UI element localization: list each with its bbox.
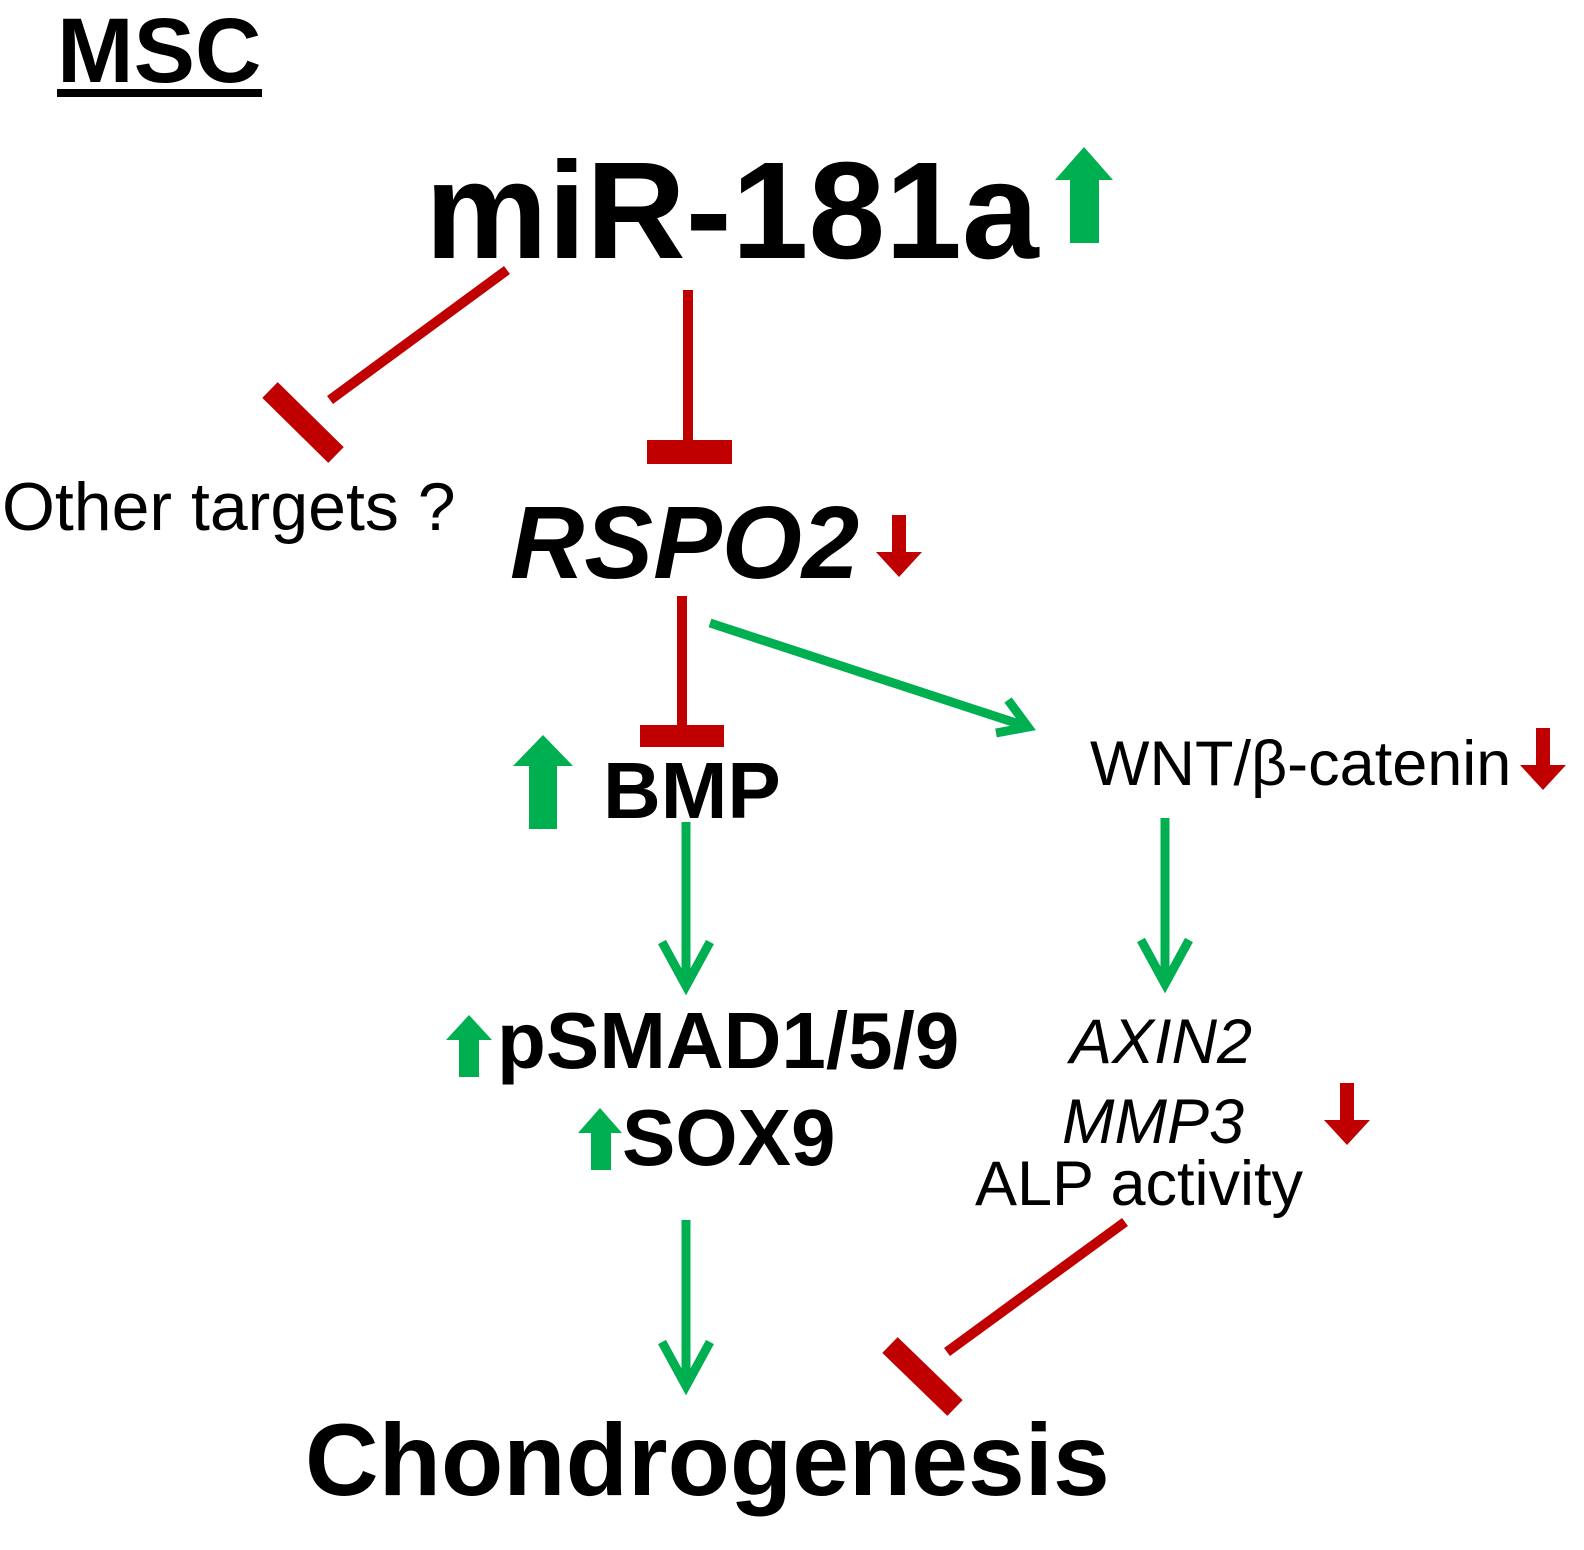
activate-wnt-targets bbox=[1137, 818, 1193, 994]
node-wnt-beta-catenin: WNT/β-catenin bbox=[1090, 729, 1511, 799]
node-chondrogenesis: Chondrogenesis bbox=[305, 1403, 1110, 1517]
node-mir-181a: miR-181a bbox=[425, 134, 1040, 288]
up-arrow-icon bbox=[513, 735, 573, 829]
diagram-title: MSC bbox=[57, 0, 261, 102]
inhibit-wnt-targets-chondrogenesis bbox=[882, 1217, 1128, 1416]
node-psmad: pSMAD1/5/9 bbox=[497, 996, 959, 1085]
down-arrow-icon bbox=[1520, 728, 1566, 790]
node-bmp: BMP bbox=[603, 746, 781, 835]
node-sox9: SOX9 bbox=[622, 1093, 835, 1182]
node-axin2: AXIN2 bbox=[1066, 1007, 1252, 1077]
down-arrow-icon bbox=[1324, 1083, 1370, 1145]
up-arrow-icon bbox=[578, 1108, 622, 1170]
activate-sox9-chondrogenesis bbox=[658, 1220, 714, 1396]
down-arrow-icon bbox=[876, 515, 922, 577]
node-rspo2: RSPO2 bbox=[510, 485, 859, 600]
title-underline bbox=[57, 89, 262, 97]
node-mmp3: MMP3 bbox=[1062, 1087, 1244, 1157]
node-alp-activity: ALP activity bbox=[975, 1149, 1303, 1219]
node-other-targets: Other targets ? bbox=[2, 469, 456, 545]
up-arrow-icon bbox=[446, 1015, 492, 1077]
activate-rspo2-wnt bbox=[708, 618, 1036, 738]
inhibit-mir-rspo2 bbox=[647, 290, 732, 464]
inhibit-rspo2-bmp bbox=[640, 596, 724, 747]
activate-bmp-psmad bbox=[658, 822, 714, 996]
inhibit-mir-other-targets bbox=[262, 265, 510, 463]
up-arrow-icon bbox=[1055, 147, 1113, 243]
